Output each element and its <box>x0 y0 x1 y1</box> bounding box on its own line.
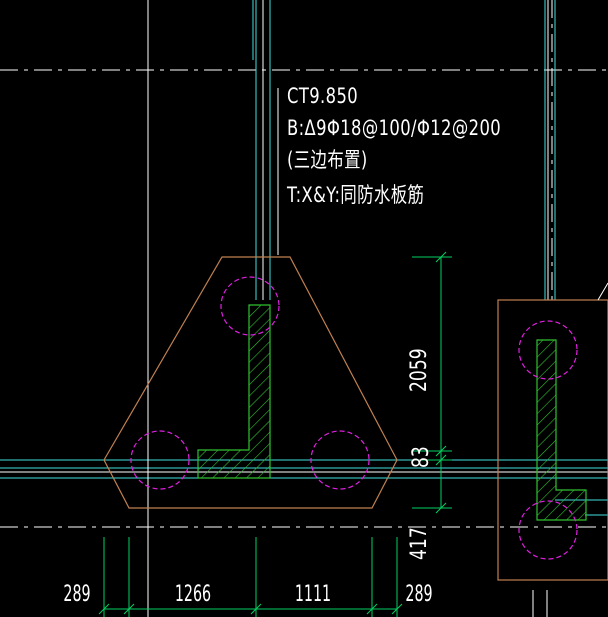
pile-circle <box>310 430 370 490</box>
pile-circle <box>518 500 578 560</box>
dim-text-289-left: 289 <box>63 582 91 607</box>
horizontal-dimension <box>98 537 403 617</box>
bottom-rebar-label: B:Δ9Φ18@100/Φ12@200 <box>287 116 502 140</box>
dim-text-83: 83 <box>409 446 434 468</box>
dim-text-417: 417 <box>407 527 432 560</box>
pile-cap-outline[interactable] <box>103 256 398 509</box>
top-rebar-label: T:X&Y:同防水板筋 <box>287 183 425 207</box>
dim-text-2059: 2059 <box>407 348 432 392</box>
pile-circle <box>220 276 280 336</box>
pile-circles <box>130 276 578 560</box>
layout-note-label: (三边布置) <box>287 148 368 172</box>
wall-lines <box>0 0 608 516</box>
dim-text-1266: 1266 <box>174 582 212 607</box>
pile-circle <box>518 320 578 380</box>
pile-circle <box>130 430 190 490</box>
leader-line <box>597 282 608 301</box>
cap-name-label: CT9.850 <box>287 84 359 108</box>
adjacent-wall-section-hatch[interactable] <box>536 339 587 521</box>
dim-text-289-right: 289 <box>405 582 433 607</box>
vertical-dimension <box>412 251 452 514</box>
adjacent-cap-outline[interactable] <box>497 299 608 581</box>
wall-section-hatch[interactable] <box>197 304 271 479</box>
dim-text-1111: 1111 <box>294 582 332 607</box>
